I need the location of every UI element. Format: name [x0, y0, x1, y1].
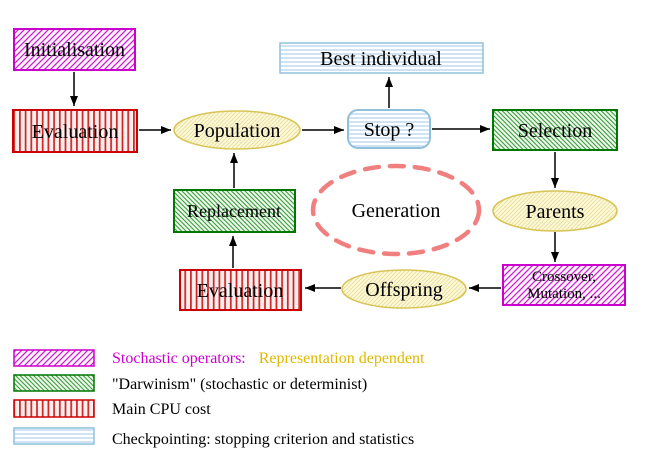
stop-box [347, 109, 431, 149]
offspring-label: Offspring [365, 279, 442, 301]
legend-text-checkpointing: Checkpointing: stopping criterion and st… [112, 431, 414, 448]
legend-stochastic-label: Stochastic operators: [112, 350, 246, 367]
node-crossover-mutation: Crossover, Mutation, ... [502, 264, 626, 306]
stop-label: Stop ? [364, 119, 415, 141]
node-evaluation-top: Evaluation [12, 109, 138, 153]
legend-swatch-stochastic [13, 349, 95, 367]
node-stop: Stop ? [347, 109, 431, 149]
replacement-label: Replacement [187, 201, 281, 221]
node-selection: Selection [492, 109, 618, 151]
initialisation-label: Initialisation [24, 39, 125, 61]
replacement-box [173, 189, 296, 233]
parents-label: Parents [526, 201, 585, 223]
crossover-box [502, 264, 626, 306]
legend-text-stochastic: Stochastic operators: Representation dep… [112, 350, 425, 367]
parents-ellipse [492, 190, 618, 232]
generation-dashed-ellipse [310, 163, 482, 257]
population-label: Population [194, 120, 281, 142]
node-initialisation: Initialisation [13, 28, 136, 71]
offspring-ellipse [341, 269, 467, 309]
crossover-label-line2: Mutation, ... [527, 286, 601, 302]
node-replacement: Replacement [173, 189, 296, 233]
legend-text-darwinism: "Darwinism" (stochastic or determinist) [112, 376, 367, 393]
evaluation-bottom-label: Evaluation [197, 280, 284, 302]
flow-arrows [70, 72, 559, 292]
legend: Stochastic operators: Representation dep… [13, 349, 425, 448]
population-ellipse [173, 110, 301, 150]
node-offspring: Offspring [341, 269, 467, 309]
initialisation-box [13, 28, 136, 71]
legend-stochastic-note: Representation dependent [259, 350, 425, 367]
generation-loop: Generation [310, 163, 482, 257]
generation-label: Generation [352, 200, 441, 222]
selection-label: Selection [518, 120, 592, 142]
selection-box [492, 109, 618, 151]
node-best-individual: Best individual [279, 42, 484, 74]
crossover-label-line1: Crossover, [532, 269, 596, 285]
node-evaluation-bottom: Evaluation [179, 269, 302, 311]
best-individual-label: Best individual [320, 48, 442, 70]
evaluation-top-box [12, 109, 138, 153]
evaluation-bottom-box [179, 269, 302, 311]
best-individual-box [279, 42, 484, 74]
legend-text-cpu: Main CPU cost [112, 401, 211, 418]
legend-swatch-checkpointing [13, 427, 95, 445]
legend-swatch-cpu [13, 399, 95, 418]
legend-swatch-darwinism [13, 374, 95, 392]
evaluation-top-label: Evaluation [32, 121, 119, 143]
node-population: Population [173, 110, 301, 150]
node-parents: Parents [492, 190, 618, 232]
